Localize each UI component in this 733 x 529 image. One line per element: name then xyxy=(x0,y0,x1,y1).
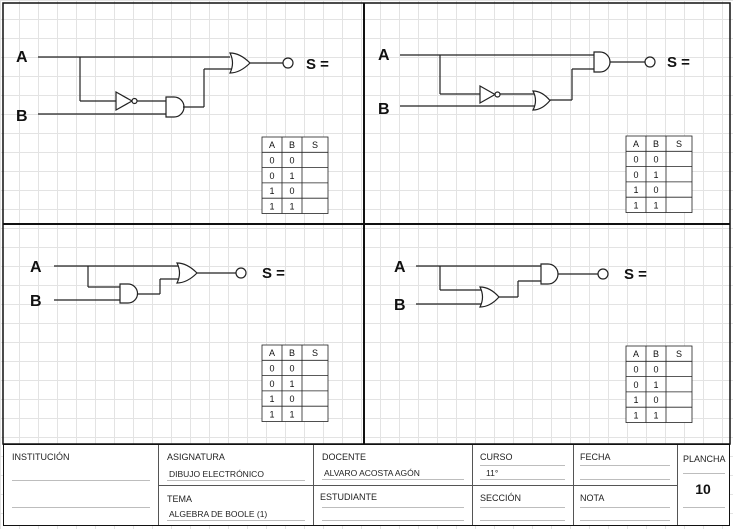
title-block: INSTITUCIÓN ASIGNATURA DIBUJO ELECTRÓNIC… xyxy=(3,444,730,526)
output-label: S = xyxy=(667,54,690,71)
docente-value: ALVARO ACOSTA AGÓN xyxy=(324,468,420,478)
and-gate xyxy=(540,263,559,285)
seccion-label: SECCIÓN xyxy=(480,493,522,503)
circuit-q3: A B S = xyxy=(30,259,285,310)
input-b-label: B xyxy=(394,297,406,314)
fecha-label: FECHA xyxy=(580,452,611,462)
table-cell: 1 xyxy=(289,379,294,389)
nota-label: NOTA xyxy=(580,493,605,503)
truth-table: A B S 0 0 0 1 1 0 1 1 xyxy=(261,344,329,422)
table-cell: 0 xyxy=(653,395,658,405)
quadrant-frame xyxy=(2,2,731,445)
plancha-label: PLANCHA xyxy=(683,454,726,464)
table-cell: 1 xyxy=(289,171,294,181)
input-b-label: B xyxy=(378,101,390,118)
table-header-cell: A xyxy=(633,349,639,359)
table-cell: 1 xyxy=(633,395,638,405)
table-cell: 1 xyxy=(653,200,658,210)
table-cell: 1 xyxy=(269,186,274,196)
or-gate xyxy=(229,52,251,74)
table-cell: 0 xyxy=(269,379,274,389)
table-header-cell: B xyxy=(289,140,295,150)
input-a-label: A xyxy=(394,259,406,276)
circuit-q2: A B S = xyxy=(378,47,690,118)
output-label: S = xyxy=(306,56,329,73)
table-header-cell: B xyxy=(289,348,295,358)
table-cell: 0 xyxy=(269,171,274,181)
table-cell: 0 xyxy=(633,380,638,390)
table-header-cell: S xyxy=(676,139,682,149)
table-cell: 0 xyxy=(289,155,294,165)
table-cell: 1 xyxy=(633,185,638,195)
and-gate xyxy=(119,283,139,304)
truth-table: A B S 0 0 0 1 1 0 1 1 xyxy=(625,135,693,213)
circuit-q4: A B S = xyxy=(394,259,647,314)
or-gate xyxy=(176,262,198,284)
table-cell: 0 xyxy=(653,154,658,164)
input-b-label: B xyxy=(16,108,28,125)
table-header-cell: B xyxy=(653,139,659,149)
truth-table: A B S 0 0 0 1 1 0 1 1 xyxy=(625,345,693,423)
table-cell: 0 xyxy=(653,185,658,195)
table-cell: 1 xyxy=(653,410,658,420)
plancha-value: 10 xyxy=(695,481,711,497)
estudiante-label: ESTUDIANTE xyxy=(320,492,378,502)
curso-label: CURSO xyxy=(480,452,513,462)
table-cell: 1 xyxy=(633,410,638,420)
output-label: S = xyxy=(624,266,647,283)
table-header-cell: S xyxy=(312,348,318,358)
table-header-cell: S xyxy=(312,140,318,150)
table-cell: 0 xyxy=(633,154,638,164)
institucion-label: INSTITUCIÓN xyxy=(12,452,70,462)
tema-value: ALGEBRA DE BOOLE (1) xyxy=(169,509,268,519)
output-label: S = xyxy=(262,265,285,282)
table-cell: 1 xyxy=(633,200,638,210)
table-cell: 1 xyxy=(289,201,294,211)
docente-label: DOCENTE xyxy=(322,452,367,462)
and-gate xyxy=(593,51,611,73)
curso-value: 11° xyxy=(486,468,499,478)
table-cell: 1 xyxy=(269,201,274,211)
table-cell: 1 xyxy=(269,409,274,419)
output-terminal xyxy=(644,56,656,68)
not-gate xyxy=(479,84,501,105)
table-cell: 1 xyxy=(653,170,658,180)
table-header-cell: A xyxy=(269,348,275,358)
table-cell: 0 xyxy=(289,363,294,373)
input-a-label: A xyxy=(378,47,390,64)
output-terminal xyxy=(235,267,247,279)
and-gate xyxy=(165,96,185,118)
asignatura-value: DIBUJO ELECTRÓNICO xyxy=(169,469,264,479)
table-header-cell: S xyxy=(676,349,682,359)
or-gate xyxy=(532,90,551,111)
input-a-label: A xyxy=(30,259,42,276)
table-cell: 0 xyxy=(289,186,294,196)
output-terminal xyxy=(282,57,294,69)
output-terminal xyxy=(597,268,609,280)
table-cell: 1 xyxy=(269,394,274,404)
table-header-cell: A xyxy=(269,140,275,150)
table-cell: 1 xyxy=(289,409,294,419)
table-cell: 0 xyxy=(269,363,274,373)
circuit-q1: A B S = xyxy=(16,49,329,125)
table-header-cell: A xyxy=(633,139,639,149)
asignatura-label: ASIGNATURA xyxy=(167,452,225,462)
table-cell: 0 xyxy=(289,394,294,404)
truth-table: A B S 0 0 0 1 1 0 1 1 xyxy=(261,136,329,214)
table-cell: 1 xyxy=(653,380,658,390)
input-b-label: B xyxy=(30,293,42,310)
tema-label: TEMA xyxy=(167,494,193,504)
table-cell: 0 xyxy=(653,364,658,374)
or-gate xyxy=(479,286,500,308)
table-cell: 0 xyxy=(633,170,638,180)
input-a-label: A xyxy=(16,49,28,66)
table-cell: 0 xyxy=(633,364,638,374)
table-cell: 0 xyxy=(269,155,274,165)
not-gate xyxy=(115,90,138,112)
table-header-cell: B xyxy=(653,349,659,359)
